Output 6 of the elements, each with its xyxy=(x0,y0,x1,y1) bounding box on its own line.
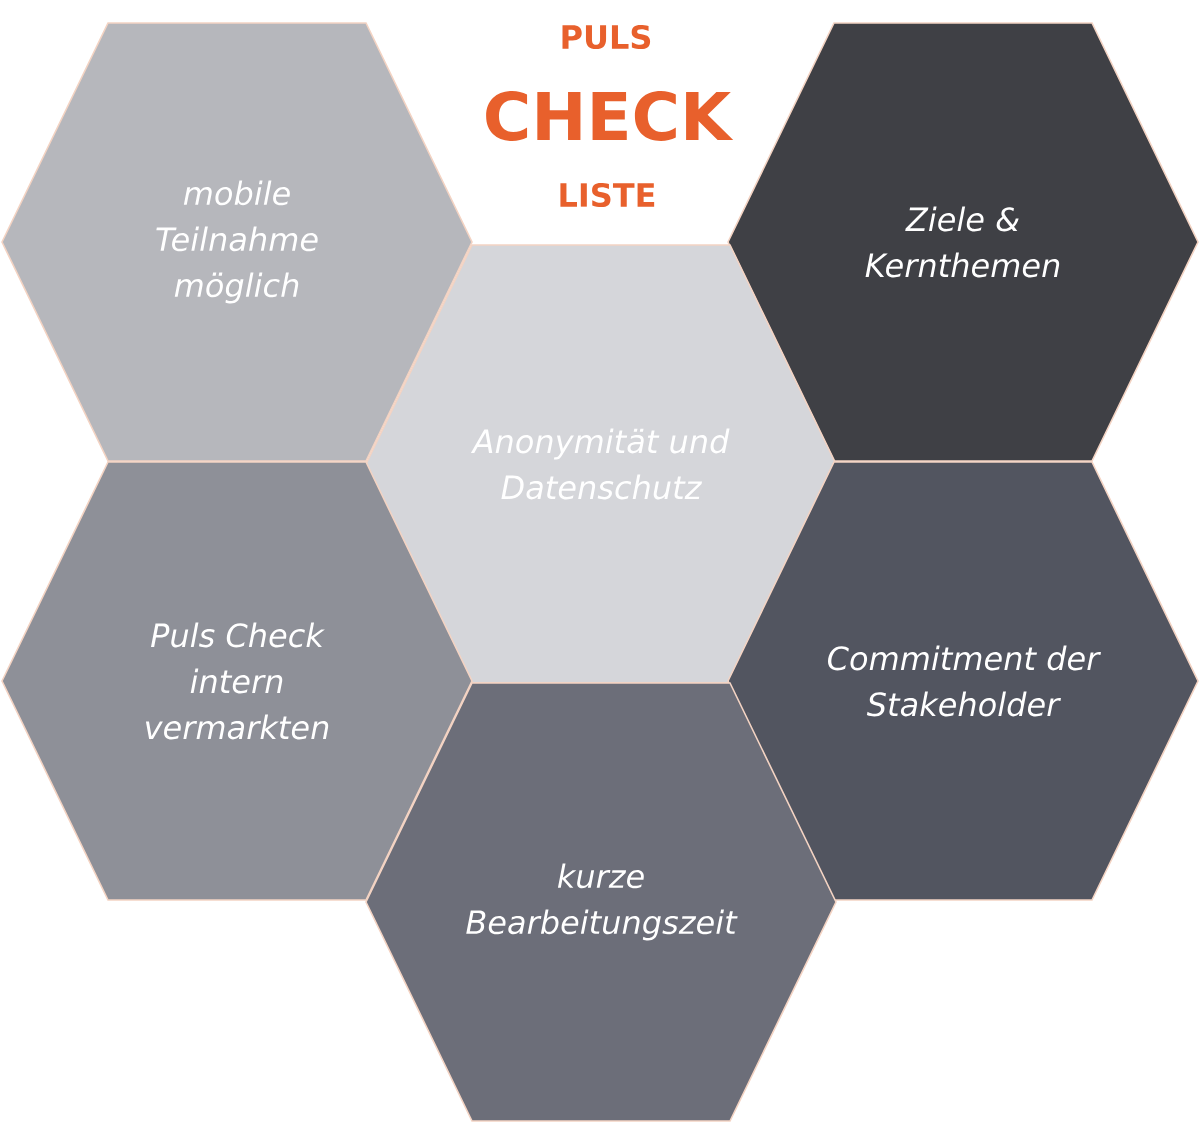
hexagon: Puls Check intern vermarkten xyxy=(1,461,473,901)
hexagon: Commitment der Stakeholder xyxy=(727,461,1199,901)
heading: PULS xyxy=(562,24,651,50)
heading: LISTE xyxy=(560,182,655,208)
hexagon: mobile Teilnahme möglich xyxy=(1,22,473,462)
hexagon: kurze Bearbeitungszeit xyxy=(365,682,837,1122)
